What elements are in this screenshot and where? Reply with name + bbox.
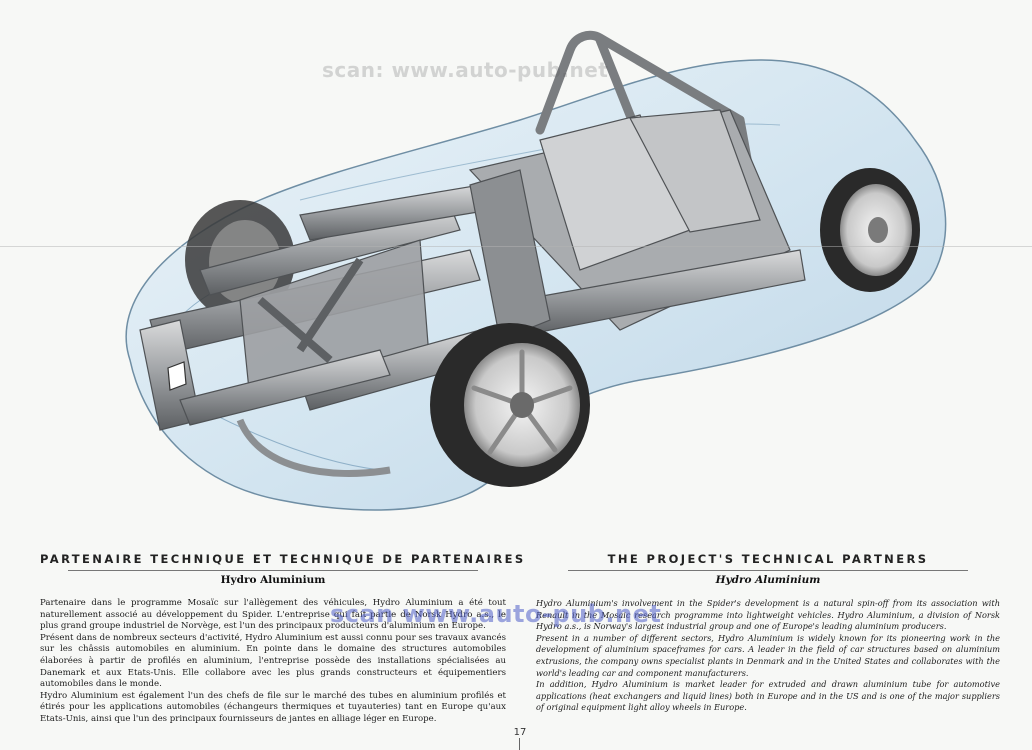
paragraph-fr-2: Présent dans de nombreux secteurs d'acti… (40, 632, 506, 690)
heading-rule-fr (68, 570, 478, 571)
paragraph-fr-3: Hydro Aluminium est également l'un des c… (40, 690, 506, 724)
paragraph-en-2: Present in a number of different sectors… (536, 632, 1000, 678)
heading-rule-en (568, 570, 968, 571)
section-heading-en: THE PROJECT'S TECHNICAL PARTNERS (607, 552, 929, 566)
watermark-top: scan: www.auto-pub.net (322, 58, 609, 82)
spider-chassis-illustration (125, 30, 947, 511)
page-fold-line (0, 246, 1032, 247)
subheading-fr: Hydro Aluminium (220, 574, 326, 586)
paragraph-en-1: Hydro Aluminium's involvement in the Spi… (536, 598, 1000, 632)
page-number-tick (519, 738, 520, 750)
subheading-en: Hydro Aluminium (715, 574, 821, 586)
page-number: 17 (513, 727, 527, 738)
front-right-wheel (430, 323, 590, 487)
aluminium-spaceframe (139, 109, 806, 477)
paragraph-fr-1: Partenaire dans le programme Mosaïc sur … (40, 598, 506, 632)
section-heading-fr: PARTENAIRE TECHNIQUE ET TECHNIQUE DE PAR… (40, 552, 526, 566)
english-column: THE PROJECT'S TECHNICAL PARTNERS Hydro A… (536, 552, 1000, 714)
french-column: PARTENAIRE TECHNIQUE ET TECHNIQUE DE PAR… (40, 552, 526, 726)
rear-wheel (820, 168, 920, 292)
paragraph-en-3: In addition, Hydro Aluminium is market l… (536, 679, 1000, 713)
